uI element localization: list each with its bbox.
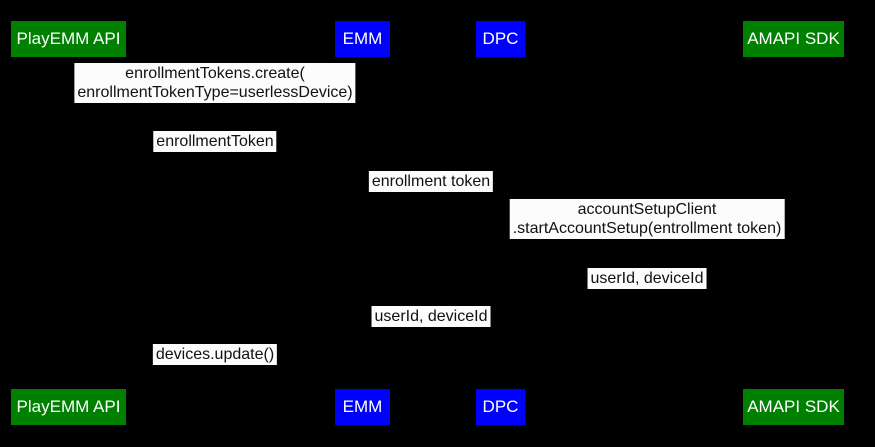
message-line: .startAccountSetup(entrollment token) [512, 220, 782, 237]
message-userid-deviceid-to-dpc: userId, deviceId [587, 268, 707, 289]
message-devices-update: devices.update() [152, 344, 278, 365]
message-enrollment-token-response: enrollmentToken [153, 131, 277, 152]
participant-amapi-sdk-bottom: AMAPI SDK [743, 389, 844, 425]
participant-amapi-sdk-top: AMAPI SDK [743, 21, 844, 57]
message-line: userId, deviceId [374, 308, 488, 325]
message-line: userId, deviceId [590, 270, 704, 287]
participant-dpc-top: DPC [476, 21, 525, 57]
participant-label: PlayEMM API [16, 29, 121, 48]
message-start-account-setup: accountSetupClient .startAccountSetup(en… [509, 199, 785, 239]
message-enrollment-tokens-create: enrollmentTokens.create( enrollmentToken… [74, 63, 356, 103]
message-enrollment-token-forward: enrollment token [368, 171, 494, 192]
message-line: enrollmentTokens.create( [125, 65, 305, 82]
message-line: enrollment token [371, 173, 491, 190]
message-line: accountSetupClient [577, 201, 717, 218]
participant-label: AMAPI SDK [747, 29, 840, 48]
participant-label: DPC [482, 29, 519, 48]
message-line: enrollmentTokenType=userlessDevice) [77, 84, 353, 101]
participant-label: EMM [342, 397, 383, 416]
participant-label: EMM [342, 29, 383, 48]
participant-label: AMAPI SDK [747, 397, 840, 416]
participant-emm-top: EMM [335, 21, 390, 57]
participant-emm-bottom: EMM [335, 389, 390, 425]
participant-playemm-api-bottom: PlayEMM API [11, 389, 126, 425]
participant-dpc-bottom: DPC [476, 389, 525, 425]
message-userid-deviceid-to-emm: userId, deviceId [371, 306, 491, 327]
participant-label: PlayEMM API [16, 397, 121, 416]
message-line: devices.update() [155, 346, 275, 363]
message-line: enrollmentToken [156, 133, 274, 150]
participant-label: DPC [482, 397, 519, 416]
participant-playemm-api-top: PlayEMM API [11, 21, 126, 57]
